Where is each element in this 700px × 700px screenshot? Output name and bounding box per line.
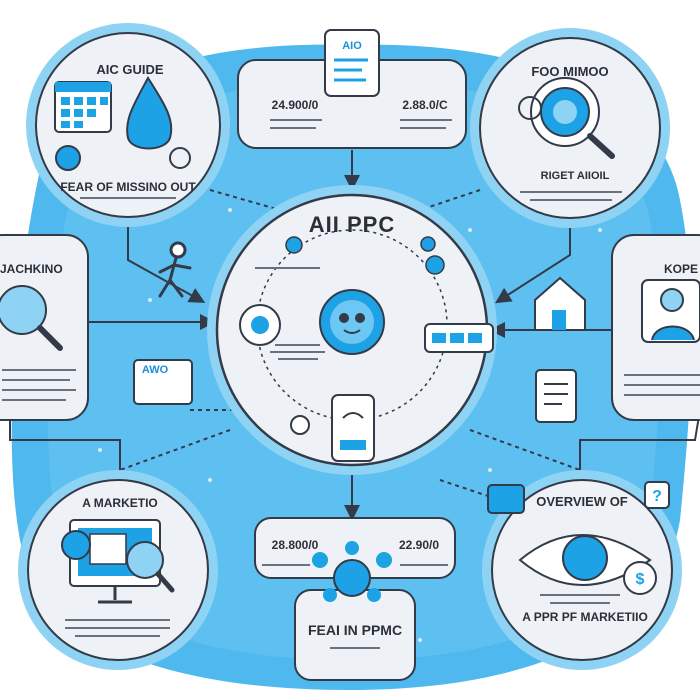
top-mid-right-value: 2.88.0/C bbox=[402, 98, 448, 112]
left-title: JACHKINO bbox=[0, 262, 63, 276]
awo-card bbox=[133, 359, 193, 405]
ring-icon bbox=[169, 147, 191, 169]
network-icon bbox=[312, 541, 392, 602]
gear-search-icon bbox=[530, 77, 615, 159]
house-icon bbox=[534, 276, 586, 331]
bottom-left-title: A MARKETIO bbox=[82, 496, 158, 510]
magnifier-icon bbox=[0, 285, 63, 351]
target-icon bbox=[290, 415, 310, 435]
svg-text:?: ? bbox=[652, 488, 662, 505]
top-left-caption: FEAR OF MISSINO OUT bbox=[60, 180, 196, 194]
center-title: AII PPC bbox=[308, 212, 396, 237]
top-right-title: FOO MIMOO bbox=[531, 64, 609, 79]
panel-left bbox=[0, 234, 89, 421]
top-mid-left-value: 24.900/0 bbox=[271, 98, 319, 112]
chat-bubble-icon bbox=[424, 323, 494, 353]
image-card-icon bbox=[487, 484, 525, 514]
water-drop-icon bbox=[126, 76, 173, 150]
dollar-icon: $ bbox=[623, 561, 657, 595]
bottom-right-title: OVERVIEW OF bbox=[536, 494, 628, 509]
right-title: KOPE bbox=[663, 262, 698, 276]
svg-text:$: $ bbox=[636, 571, 645, 588]
eye-icon bbox=[239, 304, 281, 346]
settings-icon bbox=[425, 255, 445, 275]
runner-icon bbox=[158, 241, 192, 298]
speech-icon bbox=[61, 530, 91, 560]
bottom-mid-left-value: 28.800/0 bbox=[271, 538, 319, 552]
question-icon: ? bbox=[644, 481, 670, 509]
calendar-icon bbox=[54, 81, 112, 133]
document-icon bbox=[535, 369, 577, 423]
bottom-mid-right-value: 22.90/0 bbox=[398, 538, 440, 552]
top-mid-tag: AIO bbox=[342, 40, 362, 52]
top-right-caption: RIGET AIIOIL bbox=[540, 170, 610, 182]
gear-small-icon bbox=[518, 96, 542, 120]
top-left-title: AIC GUIDE bbox=[96, 62, 164, 77]
search-glass-icon bbox=[126, 541, 175, 593]
eye-large-icon bbox=[518, 534, 652, 586]
text-lines bbox=[2, 119, 700, 649]
bubble-icon bbox=[55, 145, 81, 171]
bottom-right-caption: A PPR PF MARKETIIO bbox=[522, 610, 648, 624]
dot-icon bbox=[420, 236, 436, 252]
top-mid-doc-lines bbox=[334, 58, 368, 82]
robot-icon bbox=[319, 289, 385, 355]
awo-tag: AWO bbox=[141, 364, 169, 376]
smartphone-icon bbox=[331, 394, 375, 462]
bottom-mid-caption: FEAI IN PPMC bbox=[307, 622, 403, 638]
person-icon bbox=[641, 279, 700, 343]
link-icon bbox=[285, 236, 303, 254]
